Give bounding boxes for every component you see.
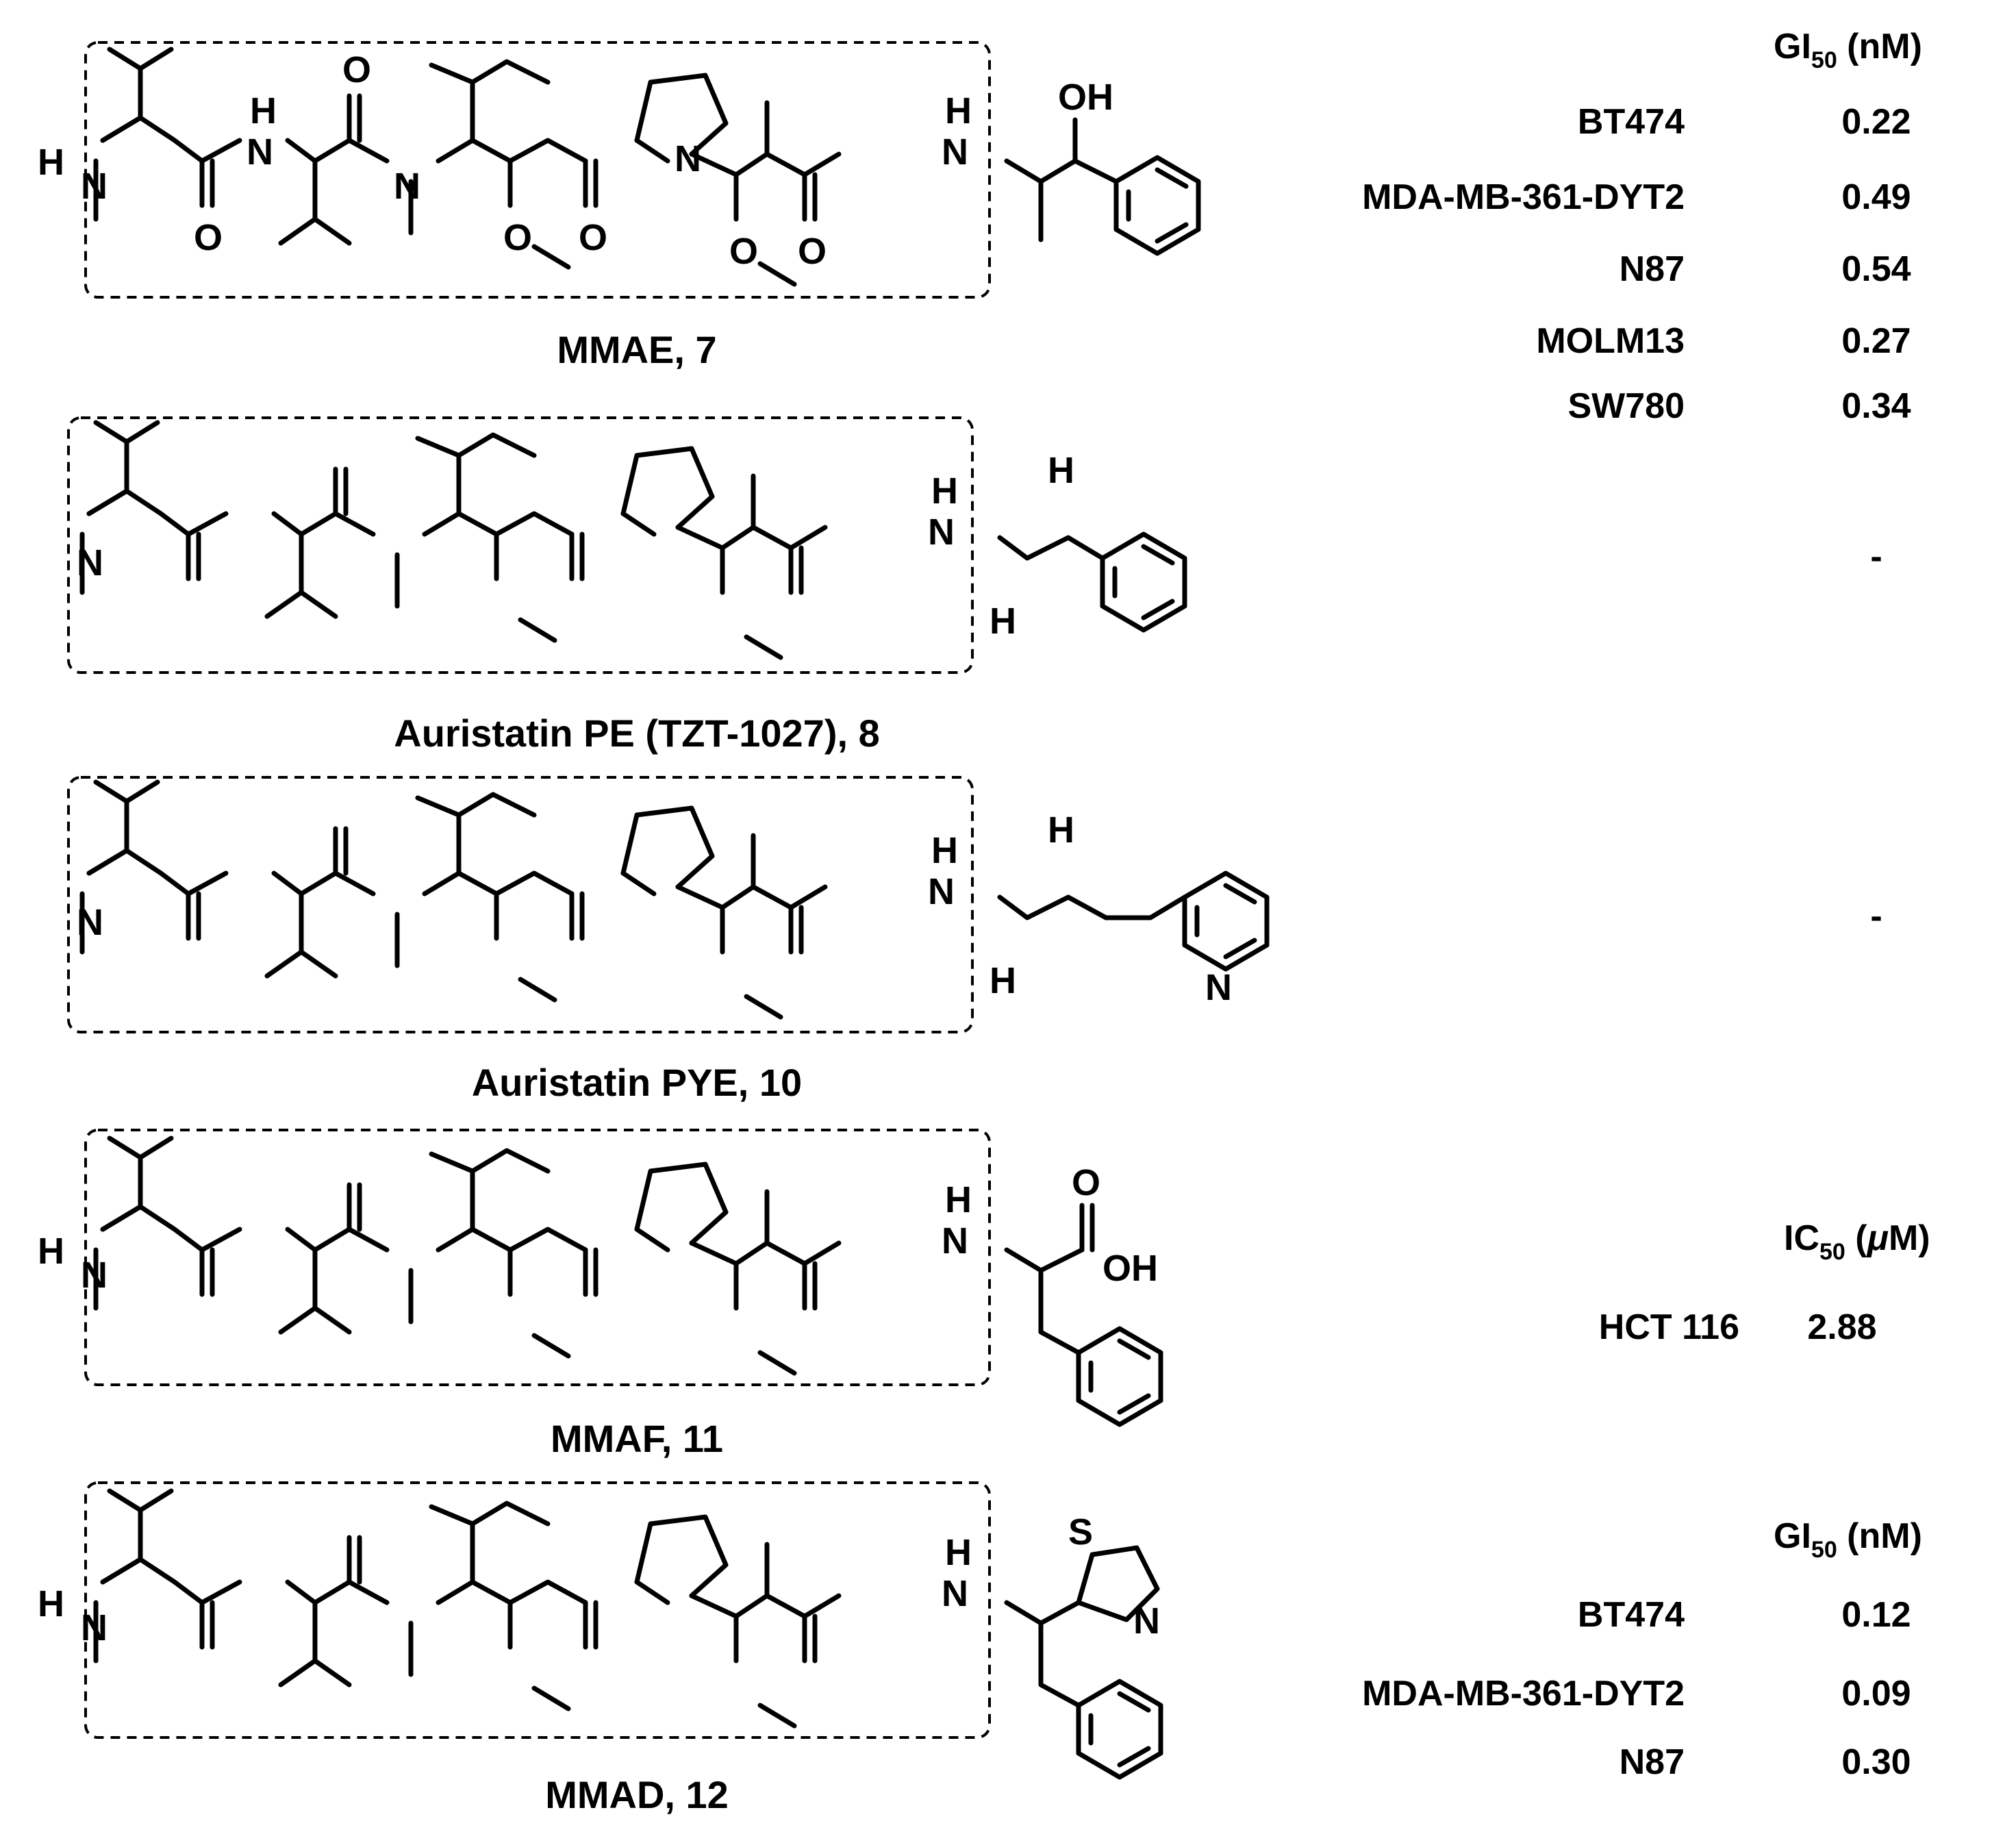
cell-value: 0.09: [1841, 1674, 1911, 1714]
atom-n: N: [928, 512, 955, 553]
atom-o: O: [342, 49, 371, 90]
atom-h: H: [945, 1179, 972, 1220]
atom-oh: OH: [1058, 77, 1113, 118]
cell-line: MOLM13: [1536, 321, 1685, 361]
cell-line: BT474: [1578, 1595, 1685, 1635]
atom-h: H: [38, 142, 64, 183]
cell-value: 0.22: [1841, 102, 1911, 142]
cell-line: SW780: [1567, 386, 1685, 426]
atom-o: O: [579, 217, 607, 258]
atom-h: H: [38, 1231, 64, 1272]
atom-n: N: [394, 166, 420, 207]
table-mmae: GI50 (nM) BT474 0.22 MDA-MB-361-DYT2 0.4…: [1362, 27, 1922, 426]
table-header: GI50 (nM): [1774, 1516, 1922, 1563]
compound-mmaf: H N H N O OH MMAF, 11: [38, 1129, 1163, 1460]
atom-n: N: [675, 138, 701, 179]
atom-h: H: [990, 601, 1016, 642]
atom-h: H: [250, 90, 277, 131]
atom-o: O: [194, 217, 223, 258]
cell-value: 0.12: [1841, 1595, 1911, 1635]
cell-line: N87: [1620, 249, 1685, 289]
atom-n: N: [77, 542, 103, 584]
atom-h: H: [990, 960, 1016, 1001]
atom-n: N: [81, 166, 108, 207]
compound-caption: MMAD, 12: [545, 1773, 729, 1816]
cell-line: MDA-MB-361-DYT2: [1362, 1674, 1685, 1714]
atom-oh: OH: [1102, 1248, 1158, 1289]
atom-o: O: [503, 217, 532, 258]
activity-value: -: [1870, 896, 1882, 936]
cell-value: 0.27: [1841, 321, 1911, 361]
table-mmaf: IC50 (μM) HCT 116 2.88: [1599, 1218, 1930, 1347]
compound-auristatin-pye: N H N H H N Auristatin PYE, 10 -: [67, 776, 1882, 1104]
atom-h: H: [931, 470, 958, 512]
compound-caption: Auristatin PE (TZT-1027), 8: [394, 712, 880, 755]
cell-line: N87: [1620, 1742, 1685, 1782]
cell-value: 0.30: [1841, 1742, 1911, 1782]
atom-h: H: [1048, 450, 1074, 491]
atom-o: O: [1072, 1162, 1100, 1203]
cell-line: HCT 116: [1599, 1307, 1739, 1347]
cell-value: 2.88: [1807, 1307, 1876, 1347]
atom-h: H: [1048, 810, 1074, 851]
activity-value: -: [1870, 537, 1882, 577]
atom-n: N: [77, 902, 103, 943]
cell-line: MDA-MB-361-DYT2: [1362, 177, 1685, 217]
compound-caption: MMAF, 11: [551, 1417, 723, 1460]
table-mmad: GI50 (nM) BT474 0.12 MDA-MB-361-DYT2 0.0…: [1362, 1516, 1922, 1782]
compound-caption: MMAE, 7: [557, 328, 716, 371]
compound-mmae: H N O H N O N O O N O O H N OH MMAE, 7: [38, 41, 1201, 371]
cell-value: 0.49: [1841, 177, 1911, 217]
cell-line: BT474: [1578, 102, 1685, 142]
atom-n: N: [1133, 1601, 1160, 1642]
atom-n: N: [247, 131, 273, 173]
atom-h: H: [931, 830, 958, 871]
atom-o: O: [798, 231, 827, 272]
atom-n: N: [942, 1573, 968, 1614]
atom-n: N: [81, 1255, 108, 1296]
atom-n: N: [942, 1220, 968, 1262]
cell-value: 0.54: [1841, 249, 1911, 289]
compound-mmad: H N H N S N MMAD, 12: [38, 1481, 1163, 1816]
atom-n: N: [81, 1607, 108, 1648]
atom-n: N: [1205, 967, 1232, 1008]
atom-n: N: [928, 871, 955, 912]
atom-o: O: [729, 231, 758, 272]
atom-h: H: [945, 1532, 972, 1573]
compound-caption: Auristatin PYE, 10: [472, 1061, 802, 1104]
atom-h: H: [945, 90, 972, 131]
compound-auristatin-pe: N H N H H Auristatin PE (TZT-1027), 8 -: [67, 416, 1882, 755]
table-header: GI50 (nM): [1774, 27, 1922, 73]
atom-s: S: [1068, 1511, 1093, 1553]
atom-n: N: [942, 131, 968, 173]
atom-h: H: [38, 1583, 64, 1624]
table-header: IC50 (μM): [1784, 1218, 1930, 1265]
cell-value: 0.34: [1841, 386, 1911, 426]
